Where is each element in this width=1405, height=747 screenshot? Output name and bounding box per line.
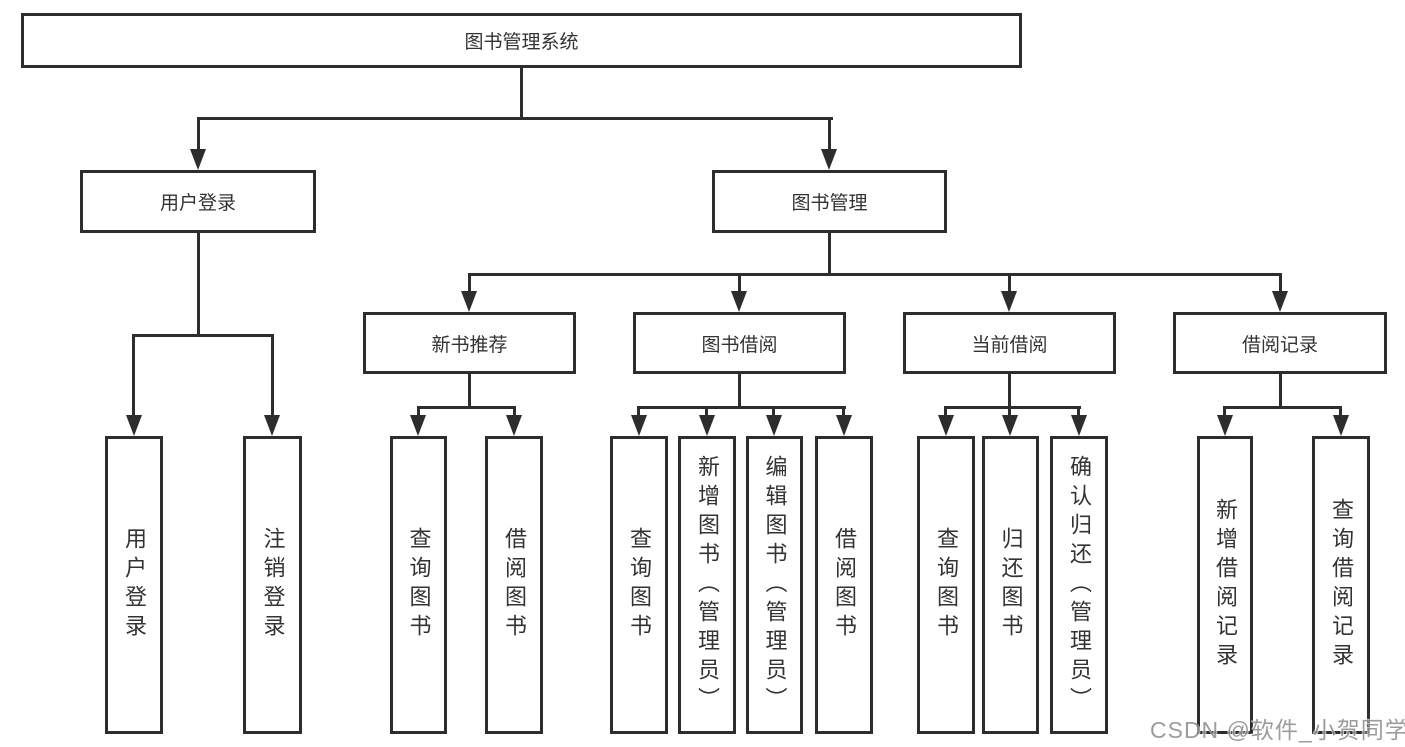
- node-label: 用户登录: [159, 193, 236, 214]
- connector-line: [468, 374, 471, 409]
- arrowhead-icon: [461, 291, 477, 312]
- arrowhead-icon: [1002, 415, 1018, 436]
- connector-line: [197, 117, 200, 162]
- arrowhead-icon: [190, 149, 206, 170]
- node-add-book-admin: 新增图书（管理员）: [678, 436, 736, 734]
- connector-line: [520, 68, 523, 120]
- node-current-borrowing: 当前借阅: [903, 312, 1116, 374]
- connector-line: [637, 406, 846, 409]
- node-label: 查询借阅记录: [1329, 498, 1354, 672]
- arrowhead-icon: [731, 291, 747, 312]
- arrowhead-icon: [821, 149, 837, 170]
- node-user-login: 用户登录: [105, 436, 163, 734]
- arrowhead-icon: [1001, 291, 1017, 312]
- connector-line: [132, 334, 135, 419]
- connector-line: [1339, 406, 1342, 421]
- node-label: 查询图书: [627, 527, 652, 643]
- arrowhead-icon: [1071, 415, 1087, 436]
- node-label: 归还图书: [998, 527, 1024, 643]
- node-borrowing-records: 借阅记录: [1173, 312, 1387, 374]
- connector-line: [828, 233, 831, 276]
- connector-line: [1279, 273, 1282, 298]
- node-query-books-borrowing: 查询图书: [610, 436, 668, 734]
- connector-line: [842, 406, 845, 421]
- node-borrow-books-borrowing: 借阅图书: [815, 436, 873, 734]
- connector-line: [1223, 406, 1226, 421]
- node-return-books: 归还图书: [982, 436, 1039, 734]
- arrowhead-icon: [410, 415, 426, 436]
- node-label: 借阅图书: [502, 527, 527, 643]
- node-label: 确认归还（管理员）: [1067, 454, 1092, 716]
- connector-line: [1008, 374, 1011, 409]
- arrowhead-icon: [264, 415, 280, 436]
- connector-line: [738, 273, 741, 298]
- connector-line: [271, 334, 274, 419]
- arrowhead-icon: [506, 415, 522, 436]
- node-query-borrow-record: 查询借阅记录: [1312, 436, 1370, 734]
- connector-line: [1279, 374, 1282, 409]
- node-label: 编辑图书（管理员）: [762, 454, 788, 716]
- node-label: 查询图书: [406, 527, 432, 643]
- node-label: 图书管理系统: [464, 32, 579, 53]
- node-label: 注销登录: [260, 527, 286, 643]
- connector-line: [944, 406, 947, 421]
- connector-line: [197, 117, 833, 120]
- connector-line: [1008, 273, 1011, 298]
- node-edit-book-admin: 编辑图书（管理员）: [746, 436, 803, 734]
- connector-line: [468, 273, 471, 298]
- node-label: 新增借阅记录: [1213, 498, 1238, 672]
- connector-line: [468, 273, 1282, 276]
- node-logout: 注销登录: [243, 436, 302, 734]
- connector-line: [132, 334, 274, 337]
- connector-line: [417, 406, 516, 409]
- connector-line: [197, 233, 200, 337]
- arrowhead-icon: [699, 415, 715, 436]
- node-label: 借阅记录: [1241, 334, 1318, 356]
- arrowhead-icon: [126, 415, 142, 436]
- arrowhead-icon: [1217, 415, 1233, 436]
- connector-line: [1077, 406, 1080, 421]
- arrowhead-icon: [766, 415, 782, 436]
- arrowhead-icon: [1272, 291, 1288, 312]
- arrowhead-icon: [836, 415, 852, 436]
- arrowhead-icon: [938, 415, 954, 436]
- node-book-borrowing: 图书借阅: [633, 312, 846, 374]
- node-borrow-books-recommendation: 借阅图书: [485, 436, 543, 734]
- node-label: 图书管理: [791, 193, 868, 214]
- connector-line: [1008, 406, 1011, 421]
- connector-line: [828, 117, 831, 162]
- node-new-book-recommendation: 新书推荐: [363, 312, 576, 374]
- node-label: 当前借阅: [971, 334, 1048, 356]
- node-label: 新书推荐: [431, 334, 508, 356]
- node-book-management-branch: 图书管理: [712, 170, 947, 233]
- arrowhead-icon: [1333, 415, 1349, 436]
- node-label: 图书借阅: [701, 334, 778, 356]
- node-add-borrow-record: 新增借阅记录: [1197, 436, 1253, 734]
- node-confirm-return-admin: 确认归还（管理员）: [1050, 436, 1108, 734]
- node-user-login-branch: 用户登录: [80, 170, 316, 233]
- node-label: 借阅图书: [832, 527, 857, 643]
- connector-line: [772, 406, 775, 421]
- arrowhead-icon: [631, 415, 647, 436]
- node-query-books-current: 查询图书: [917, 436, 975, 734]
- node-label: 查询图书: [934, 527, 959, 643]
- node-label: 用户登录: [122, 527, 147, 643]
- node-library-management-system: 图书管理系统: [21, 13, 1022, 68]
- connector-line: [513, 406, 516, 421]
- connector-line: [417, 406, 420, 421]
- node-query-books-recommendation: 查询图书: [390, 436, 447, 734]
- watermark: CSDN @软件_小贺同学: [1150, 717, 1405, 743]
- connector-line: [705, 406, 708, 421]
- connector-line: [1223, 406, 1342, 409]
- connector-line: [944, 406, 1081, 409]
- node-label: 新增图书（管理员）: [695, 454, 720, 716]
- connector-line: [637, 406, 640, 421]
- connector-line: [738, 374, 741, 409]
